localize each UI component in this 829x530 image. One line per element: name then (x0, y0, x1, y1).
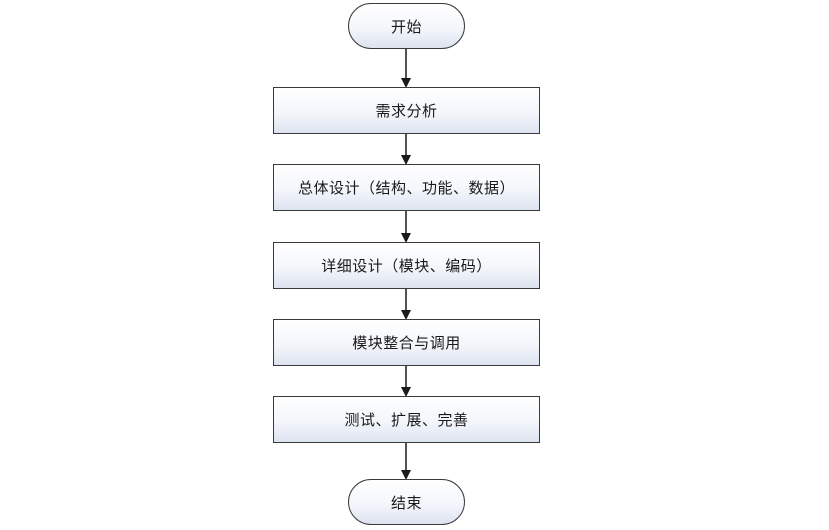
process-label: 模块整合与调用 (352, 334, 461, 352)
end-terminal: 结束 (348, 479, 465, 525)
end-label: 结束 (390, 493, 422, 512)
process-box-integration: 模块整合与调用 (273, 319, 540, 366)
start-terminal: 开始 (348, 3, 465, 49)
process-box-requirements: 需求分析 (273, 87, 540, 134)
start-label: 开始 (390, 17, 422, 36)
process-box-overall-design: 总体设计（结构、功能、数据） (273, 164, 540, 211)
process-box-testing: 测试、扩展、完善 (273, 396, 540, 443)
process-label: 总体设计（结构、功能、数据） (297, 179, 515, 197)
process-box-detailed-design: 详细设计（模块、编码） (273, 242, 540, 289)
process-label: 测试、扩展、完善 (344, 411, 469, 429)
process-label: 详细设计（模块、编码） (321, 257, 492, 275)
process-label: 需求分析 (375, 102, 438, 120)
